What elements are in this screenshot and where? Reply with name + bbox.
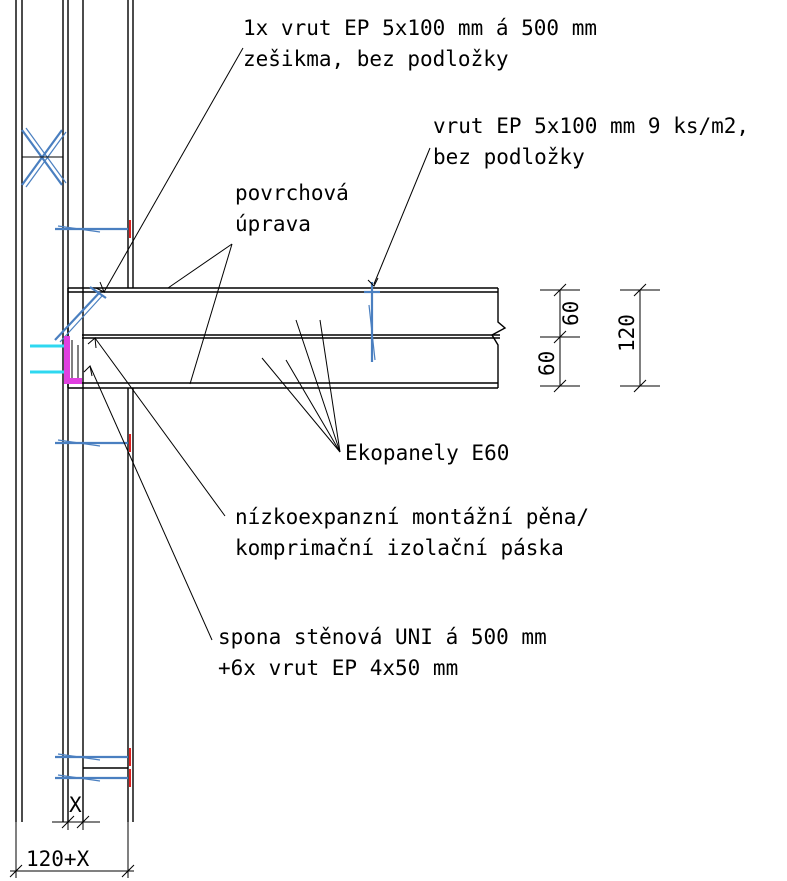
panel-screw-diagonal xyxy=(54,286,107,343)
label-clip-2: +6x vrut EP 4x50 mm xyxy=(218,656,458,680)
wall-screw-3 xyxy=(55,748,131,766)
wall-screw-2 xyxy=(55,434,131,452)
dim-wall-total: 120+X xyxy=(26,847,90,871)
leaders xyxy=(83,47,431,641)
wall-screw-1 xyxy=(55,220,131,238)
wall-screw-4 xyxy=(55,767,131,787)
label-clip-1: spona stěnová UNI á 500 mm xyxy=(218,625,547,649)
cross-brace xyxy=(21,127,67,188)
label-surface-1: povrchová xyxy=(235,181,349,205)
panel-dimensions xyxy=(540,283,660,393)
wall-clip xyxy=(64,336,82,384)
dim-total: 120 xyxy=(615,314,639,352)
label-diag-screw-1: 1x vrut EP 5x100 mm á 500 mm xyxy=(243,16,597,40)
label-foam-1: nízkoexpanzní montážní pěna/ xyxy=(235,505,589,529)
label-surface-2: úprava xyxy=(235,212,311,236)
wall-structure xyxy=(15,0,134,822)
label-vert-screw-1: vrut EP 5x100 mm 9 ks/m2, xyxy=(433,114,749,138)
label-panels: Ekopanely E60 xyxy=(345,441,509,465)
label-foam-2: komprimační izolační páska xyxy=(235,536,564,560)
horizontal-panels xyxy=(67,287,507,389)
label-vert-screw-2: bez podložky xyxy=(433,145,585,169)
dim-bottom-panel: 60 xyxy=(535,351,559,376)
dim-top-panel: 60 xyxy=(559,301,583,326)
wall-dimensions xyxy=(9,790,135,878)
dim-wall-gap: X xyxy=(69,793,82,817)
foam-strip xyxy=(30,344,66,374)
panel-screw-vertical xyxy=(364,282,380,362)
label-diag-screw-2: zešikma, bez podložky xyxy=(243,47,509,71)
